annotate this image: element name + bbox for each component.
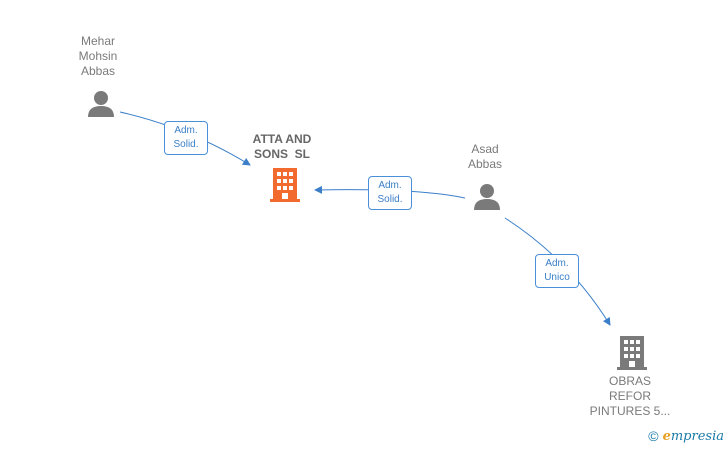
node-label-obras[interactable]: OBRAS REFOR PINTURES 5...: [575, 374, 685, 419]
node-label-atta[interactable]: ATTA AND SONS SL: [232, 132, 332, 162]
brand-initial: e: [662, 428, 671, 444]
brand-name: mpresia: [670, 428, 724, 444]
node-label-line: REFOR: [609, 389, 651, 403]
edge-label-mehar-atta[interactable]: Adm. Solid.: [164, 121, 208, 155]
edge-label-line: Adm.: [545, 258, 569, 269]
node-label-asad[interactable]: Asad Abbas: [445, 142, 525, 172]
node-label-line: Abbas: [80, 64, 116, 78]
node-label-line: SONS SL: [253, 147, 310, 161]
node-label-mehar[interactable]: Mehar Mohsin Abbas: [58, 34, 138, 79]
brand-logo[interactable]: empresia: [663, 429, 724, 444]
edge-label-asad-atta[interactable]: Adm. Solid.: [368, 176, 412, 210]
edge-label-line: Adm.: [174, 125, 198, 136]
person-icon[interactable]: [88, 91, 114, 117]
edge-label-line: Adm.: [378, 180, 402, 191]
node-label-line: Mehar: [80, 34, 115, 48]
building-icon[interactable]: [617, 336, 647, 370]
brand-footer: © empresia: [648, 428, 724, 444]
copyright-icon: ©: [648, 428, 659, 444]
node-label-line: Asad: [471, 142, 499, 156]
edge-label-line: Solid.: [377, 194, 403, 205]
node-label-line: Abbas: [467, 157, 503, 171]
building-icon[interactable]: [270, 168, 300, 202]
edge-label-asad-obras[interactable]: Adm. Unico: [535, 254, 579, 288]
node-label-line: OBRAS: [608, 374, 651, 388]
node-label-line: Mohsin: [78, 49, 118, 63]
node-label-line: PINTURES 5...: [589, 404, 671, 418]
edge-label-line: Unico: [544, 272, 570, 283]
person-icon[interactable]: [474, 184, 500, 210]
edge-label-line: Solid.: [173, 139, 199, 150]
node-label-line: ATTA AND: [252, 132, 312, 146]
